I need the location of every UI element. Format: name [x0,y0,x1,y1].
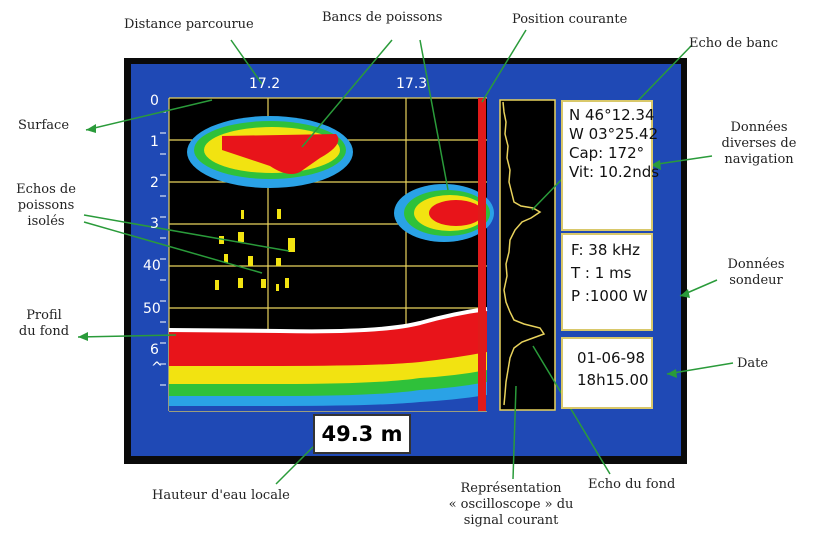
latitude-value: N 46°12.34 [569,106,655,124]
label-bottom-profile-line-1: Profil [26,308,62,323]
distance-tick-2: 17.3 [396,76,428,92]
line-distance [230,39,263,85]
label-date: Date [737,356,769,371]
label-nav-data-line-2: diverses de [721,136,797,151]
current-position-cursor [478,98,486,411]
date-panel: 01-06-98 18h15.00 [561,337,653,409]
depth-scale [160,111,166,386]
depth-tick-40: 40 [143,258,161,274]
line-date [666,362,734,375]
depth-tick-0: 0 [150,93,159,109]
label-fish-schools: Bancs de poissons [322,10,443,25]
label-oscilloscope-line-3: signal courant [463,513,559,528]
label-isolated-fish: Echos de poissons isolés [6,182,86,230]
line-oscilloscope [512,385,517,480]
line-bottom-profile [77,334,177,338]
distance-tick-1: 17.2 [249,76,281,92]
power-value: P :1000 W [571,287,648,305]
label-bottom-profile-line-2: du fond [18,324,70,339]
pulse-duration-value: T : 1 ms [571,264,632,282]
line-nav-data [650,155,713,166]
label-surface: Surface [18,118,70,133]
arrowheads [78,124,690,378]
label-distance: Distance parcourue [124,17,254,32]
line-bottom-echo [532,345,611,475]
time-value: 18h15.00 [577,371,649,389]
label-oscilloscope-line-1: Représentation [460,481,562,496]
depth-bottom-symbol: ^ [151,360,163,376]
line-surface [85,99,213,131]
label-nav-data-line-3: navigation [724,152,794,167]
annotation-lines [77,29,734,485]
sounder-data-panel: F: 38 kHz T : 1 ms P :1000 W [561,233,653,331]
label-oscilloscope-line-2: « oscilloscope » du [448,497,574,512]
line-fish-b [83,221,263,274]
isolated-fish-echoes [215,209,295,291]
bottom-profile [168,307,488,411]
label-isolated-fish-line-1: Echos de [16,182,76,197]
oscilloscope-panel [499,99,556,411]
date-value: 01-06-98 [577,349,646,367]
line-position [481,29,527,103]
label-oscilloscope: Représentation « oscilloscope » du signa… [426,481,596,529]
line-water-height [275,445,315,485]
label-sounder-data-line-2: sondeur [729,273,783,288]
local-depth-value: 49.3 m [313,414,411,454]
oscilloscope-trace [502,101,546,406]
label-nav-data: Données diverses de navigation [704,120,814,168]
label-isolated-fish-line-2: poissons [17,198,75,213]
label-nav-data-line-1: Données [730,120,788,135]
longitude-value: W 03°25.42 [569,125,659,143]
depth-tick-50: 50 [143,301,161,317]
line-school-2 [419,39,449,191]
navigation-data-panel: N 46°12.34 W 03°25.42 Cap: 172° Vit: 10.… [561,100,660,231]
depth-tick-1: 1 [150,134,159,150]
label-sounder-data-line-1: Données [727,257,785,272]
label-bottom-echo: Echo du fond [588,477,676,492]
depth-tick-3: 3 [150,216,159,232]
line-school-1 [301,39,393,148]
line-fish-a [83,214,290,252]
fish-school-2 [394,184,494,242]
depth-tick-2: 2 [150,175,159,191]
label-sounder-data: Données sondeur [716,257,796,289]
depth-tick-6: 6 [150,342,159,358]
label-school-echo: Echo de banc [689,36,778,51]
label-bottom-profile: Profil du fond [14,308,74,340]
label-current-position: Position courante [512,12,628,27]
label-isolated-fish-line-3: isolés [27,214,65,229]
heading-value: Cap: 172° [569,144,645,162]
fish-school-1 [187,116,353,188]
speed-value: Vit: 10.2nds [569,163,660,181]
label-water-height: Hauteur d'eau locale [152,488,290,503]
frequency-value: F: 38 kHz [571,241,640,259]
